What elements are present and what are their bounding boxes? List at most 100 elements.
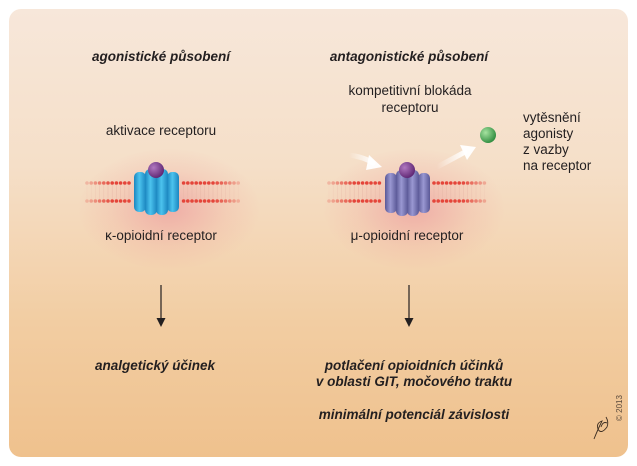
down-arrow-right (404, 285, 414, 327)
figure-panel: agonistické působení aktivace receptoru … (9, 9, 628, 457)
membrane-bead (127, 199, 131, 203)
displacement-label-line1: vytěsnění (523, 110, 581, 125)
displaced-agonist-ball (480, 127, 496, 143)
membrane-bead (449, 181, 453, 185)
membrane-bead (207, 199, 211, 203)
membrane-bead (335, 199, 340, 203)
membrane-bead (327, 181, 331, 185)
membrane-bead (232, 199, 236, 203)
displacement-label-line3: z vazby (523, 142, 569, 157)
membrane-bead (114, 199, 119, 203)
membrane-bead (211, 181, 215, 185)
activation-label: aktivace receptoru (105, 123, 217, 138)
membrane-bead (194, 199, 198, 203)
membrane-bead (470, 199, 474, 203)
dependence-potential: minimální potenciál závislosti (318, 407, 510, 422)
membrane-bead (198, 181, 203, 185)
membrane-bead (228, 199, 232, 203)
signature (593, 416, 609, 440)
membrane-bead (202, 181, 207, 185)
membrane-bead (369, 181, 373, 185)
membrane-bead (186, 181, 190, 185)
membrane-bead (465, 181, 470, 185)
agonist-heading: agonistické působení (91, 49, 231, 64)
membrane-bead (331, 199, 336, 203)
blockade-label-line2: receptoru (381, 100, 439, 115)
mu-receptor (385, 170, 430, 216)
membrane-bead (365, 199, 369, 203)
membrane-bead (478, 199, 483, 203)
membrane-bead (335, 181, 340, 185)
membrane-bead (114, 181, 119, 185)
displacement-arrow (434, 145, 476, 170)
membrane-bead (118, 181, 123, 185)
right-membrane (327, 181, 487, 203)
membrane-bead (436, 199, 441, 203)
mu-receptor-label: μ-opioidní receptor (350, 228, 464, 243)
membrane-bead (360, 181, 365, 185)
membrane-bead (106, 199, 110, 203)
membrane-bead (470, 181, 474, 185)
membrane-bead (190, 199, 194, 203)
membrane-bead (474, 181, 478, 185)
membrane-bead (440, 181, 445, 185)
membrane-bead (331, 181, 336, 185)
membrane-bead (232, 181, 236, 185)
membrane-bead (194, 181, 198, 185)
membrane-bead (444, 181, 449, 185)
kappa-receptor (134, 169, 179, 215)
membrane-bead (369, 199, 373, 203)
membrane-bead (97, 181, 102, 185)
membrane-bead (123, 181, 127, 185)
membrane-bead (457, 199, 462, 203)
membrane-bead (186, 199, 190, 203)
membrane-bead (236, 199, 240, 203)
membrane-bead (202, 199, 207, 203)
membrane-bead (118, 199, 123, 203)
membrane-bead (344, 199, 348, 203)
kappa-receptor-label: κ-opioidní receptor (105, 228, 217, 243)
membrane-bead (97, 199, 102, 203)
membrane-bead (228, 181, 232, 185)
membrane-bead (377, 199, 382, 203)
membrane-bead (106, 181, 110, 185)
membrane-bead (219, 181, 224, 185)
membrane-bead (85, 181, 89, 185)
down-arrow-left (156, 285, 166, 327)
membrane-bead (89, 199, 93, 203)
membrane-bead (461, 199, 466, 203)
membrane-bead (102, 181, 106, 185)
membrane-bead (352, 199, 357, 203)
membrane-bead (432, 199, 436, 203)
membrane-bead (327, 199, 331, 203)
membrane-bead (110, 181, 114, 185)
copyright-notice: © 2013 (615, 395, 624, 421)
antagonist-heading: antagonistické působení (329, 49, 489, 64)
membrane-bead (453, 181, 457, 185)
ligand-left (148, 162, 164, 178)
membrane-bead (236, 181, 240, 185)
membrane-bead (223, 199, 228, 203)
membrane-bead (440, 199, 445, 203)
membrane-bead (352, 181, 357, 185)
membrane-bead (356, 181, 361, 185)
membrane-bead (482, 199, 487, 203)
displacement-label-line4: na receptor (523, 158, 592, 173)
analgesic-effect: analgetický účinek (94, 358, 216, 373)
membrane-bead (181, 181, 186, 185)
membrane-bead (348, 199, 352, 203)
membrane-bead (436, 181, 441, 185)
membrane-bead (110, 199, 114, 203)
membrane-bead (339, 181, 344, 185)
membrane-bead (373, 199, 378, 203)
membrane-diagram (85, 127, 609, 440)
membrane-bead (474, 199, 478, 203)
membrane-bead (377, 181, 382, 185)
ligand-right (399, 162, 415, 178)
membrane-bead (219, 199, 224, 203)
suppression-effect-line1: potlačení opioidních účinků (324, 358, 504, 373)
membrane-bead (461, 181, 466, 185)
displacement-label-line2: agonisty (523, 126, 574, 141)
membrane-bead (89, 181, 93, 185)
membrane-bead (190, 181, 194, 185)
